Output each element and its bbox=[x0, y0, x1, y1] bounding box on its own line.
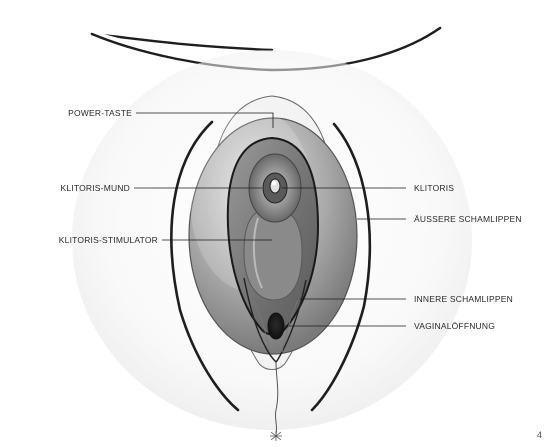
label-clitoris-mouth: KLITORIS-MUND bbox=[60, 183, 130, 193]
label-outer-labia: ÄUSSERE SCHAMLIPPEN bbox=[414, 214, 522, 224]
anus-mark bbox=[270, 431, 282, 441]
page-corner-mark: 4 bbox=[537, 430, 542, 440]
label-inner-labia: INNERE SCHAMLIPPEN bbox=[414, 294, 513, 304]
label-clitoris: KLITORIS bbox=[414, 183, 454, 193]
label-power-button: POWER-TASTE bbox=[68, 108, 132, 118]
label-clitoris-stimulator: KLITORIS-STIMULATOR bbox=[59, 235, 158, 245]
clitoris-glans-highlight bbox=[272, 181, 276, 186]
label-vaginal-opening: VAGINALÖFFNUNG bbox=[414, 321, 495, 331]
